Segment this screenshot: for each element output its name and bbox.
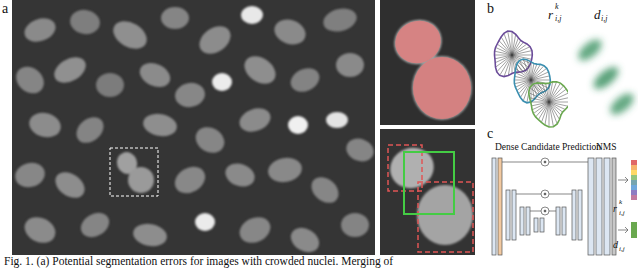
ray [512, 32, 513, 56]
ray [549, 86, 564, 102]
superscript: k [555, 3, 559, 11]
star-polygons [495, 31, 571, 127]
skip-connections [502, 158, 628, 233]
superscript: k [619, 199, 622, 206]
ray [512, 47, 530, 55]
ray [497, 55, 512, 72]
zoom-segmentation [380, 0, 475, 125]
ray [512, 51, 532, 55]
symbol: r [613, 204, 617, 214]
ray [495, 55, 512, 59]
ray [549, 102, 570, 103]
ray [531, 80, 534, 99]
ray [531, 72, 549, 80]
symbol: r [548, 8, 553, 21]
probability-map [568, 24, 638, 122]
ray [495, 55, 512, 63]
star-outline [529, 82, 571, 127]
panel-letter: c [487, 127, 493, 141]
ray [549, 102, 550, 127]
ray [531, 66, 544, 80]
microscopy-image [12, 0, 375, 255]
ray [496, 55, 513, 67]
ray [504, 33, 512, 55]
ray [536, 102, 549, 117]
ray [514, 80, 531, 84]
ray [538, 83, 550, 102]
ray [549, 102, 557, 124]
ray [519, 61, 531, 80]
zoom-bounding-boxes [380, 129, 475, 255]
ray [549, 102, 553, 127]
ray [508, 31, 512, 55]
ray [517, 64, 531, 80]
star-outline [514, 59, 550, 103]
network-caption: Dense Candidate Prediction [495, 143, 601, 153]
ray [512, 55, 515, 72]
unet-network [492, 158, 616, 255]
ray [549, 93, 569, 102]
ray [532, 102, 550, 106]
ray [532, 102, 549, 110]
ray [527, 60, 531, 80]
star-outline [495, 31, 533, 77]
symbol: d [594, 8, 601, 21]
subscript: i,j [619, 210, 625, 217]
symbol: d [613, 240, 618, 250]
ray [549, 97, 570, 102]
ray [533, 84, 549, 102]
panel-letter: a [2, 2, 8, 16]
panel-letter: b [487, 2, 494, 16]
subscript: i,j [619, 246, 625, 253]
ray [512, 55, 532, 56]
output-channels [631, 160, 637, 238]
subscript: i,j [555, 15, 561, 23]
ray [531, 76, 550, 80]
subscript: i,j [601, 15, 607, 23]
ray [546, 84, 549, 102]
ray [515, 80, 531, 87]
figure-caption: Fig. 1. (a) Potential segmentation error… [4, 256, 393, 268]
ray [531, 80, 550, 81]
ray [542, 83, 549, 102]
network-caption: NMS [596, 143, 617, 153]
